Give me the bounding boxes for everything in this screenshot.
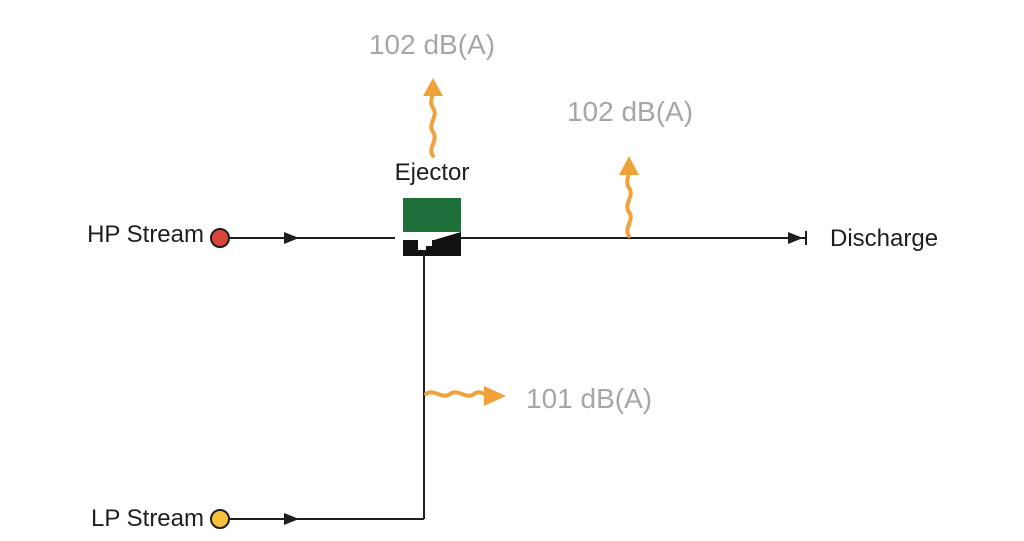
noise-level-ejector: 102 dB(A) bbox=[369, 29, 495, 60]
ejector-body bbox=[403, 198, 461, 232]
noise-wave-ejector bbox=[429, 90, 437, 158]
lp-stream-label: LP Stream bbox=[91, 505, 204, 532]
noise-arrow-right-icon bbox=[484, 386, 506, 406]
noise-wave-lp bbox=[424, 390, 490, 398]
noise-arrow-up-icon bbox=[423, 78, 443, 96]
lp-flow-arrow-icon bbox=[284, 513, 299, 525]
lp-stream-node bbox=[210, 509, 230, 529]
ejector-port bbox=[418, 232, 432, 246]
hp-stream-label: HP Stream bbox=[87, 221, 204, 248]
discharge-arrow-icon bbox=[788, 232, 803, 244]
noise-wave-discharge bbox=[625, 170, 633, 238]
hp-flow-arrow-icon bbox=[284, 232, 299, 244]
hp-stream-node bbox=[210, 228, 230, 248]
noise-level-lp: 101 dB(A) bbox=[526, 383, 652, 414]
discharge-label: Discharge bbox=[830, 225, 938, 252]
ejector-label: Ejector bbox=[395, 159, 470, 186]
noise-level-discharge: 102 dB(A) bbox=[567, 96, 693, 127]
noise-arrow-up-icon-discharge bbox=[619, 156, 639, 175]
